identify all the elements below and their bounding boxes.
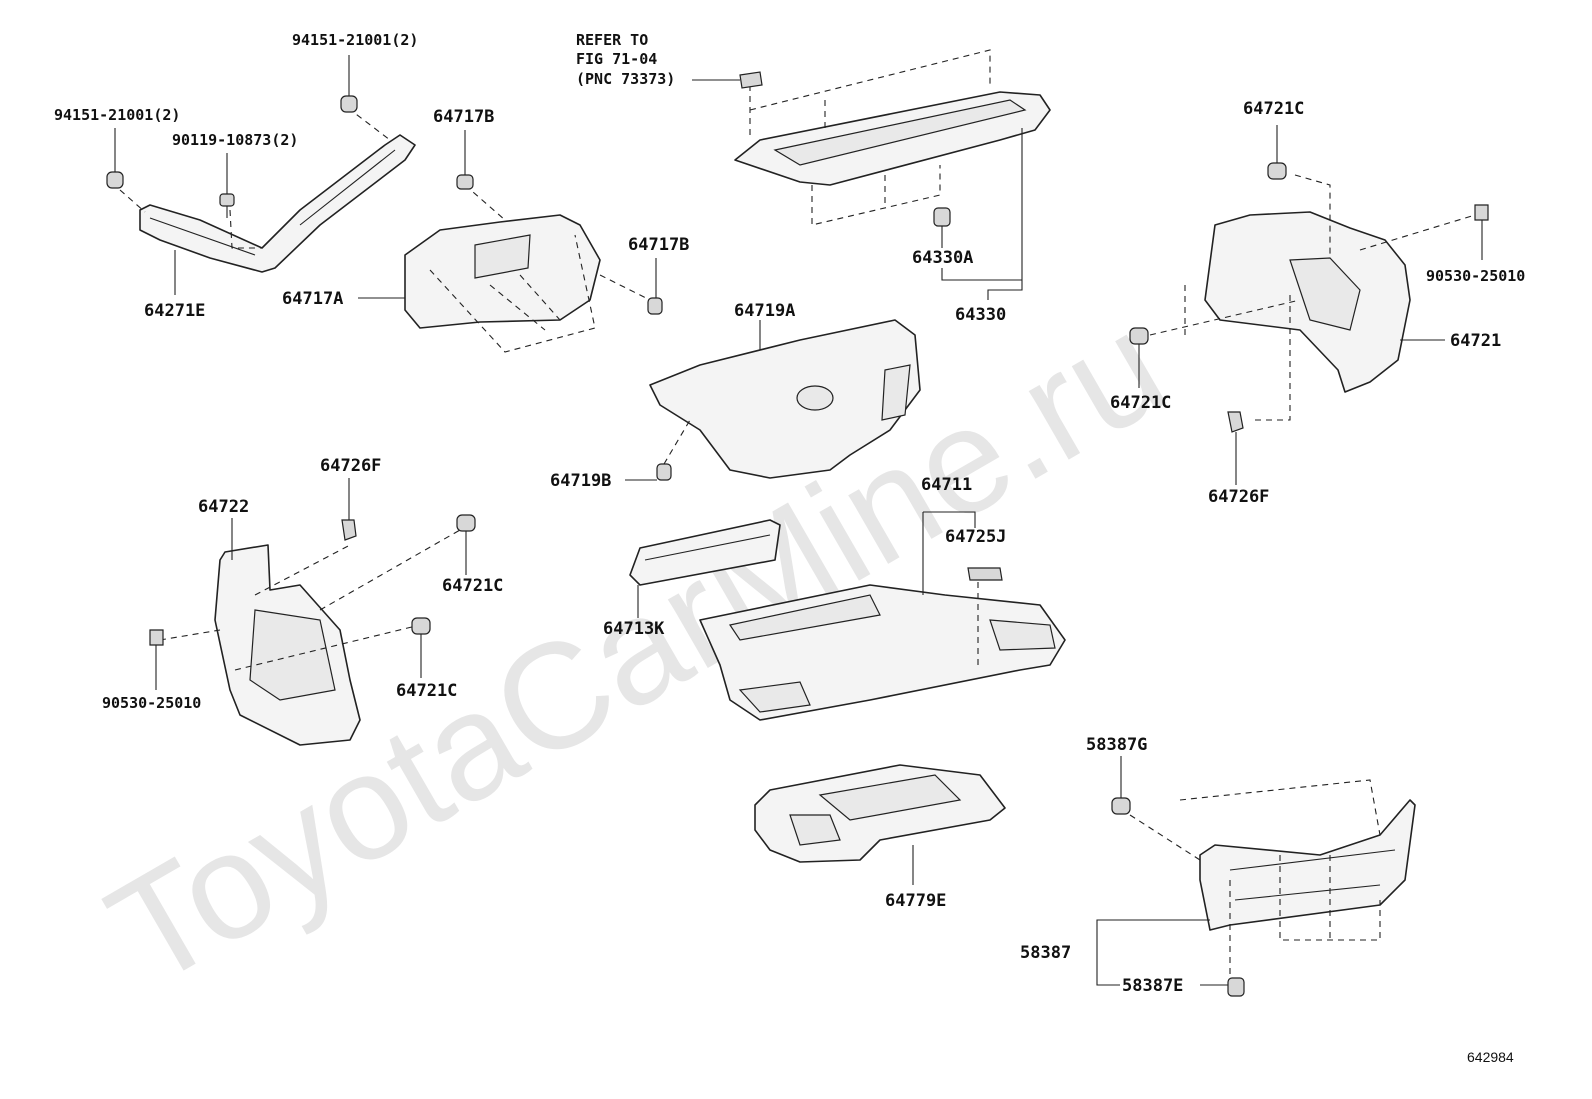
part-64713k-strip — [629, 519, 781, 586]
clip-64717b-a — [456, 174, 474, 190]
bracket-90530-right — [1474, 204, 1489, 221]
clip-94151-a — [106, 171, 124, 189]
label-64719a[interactable]: 64719A — [734, 301, 795, 321]
label-58387g[interactable]: 58387G — [1086, 735, 1147, 755]
part-64721-side-trim — [1149, 174, 1476, 421]
clip-64330a — [933, 207, 951, 227]
clip-64721c-left-a — [456, 514, 476, 532]
label-64721c-right[interactable]: 64721C — [1110, 393, 1171, 413]
label-64717b-right[interactable]: 64717B — [628, 235, 689, 255]
clip-64721c-left-b — [411, 617, 431, 635]
label-90530-25010-right[interactable]: 90530-25010 — [1426, 267, 1525, 285]
label-58387[interactable]: 58387 — [1020, 943, 1071, 963]
part-64779e-tray — [754, 764, 1006, 863]
label-64719b[interactable]: 64719B — [550, 471, 611, 491]
screw-90119 — [219, 193, 235, 218]
part-64711-floor-mat — [699, 584, 1066, 721]
clip-64717b-b — [647, 297, 663, 315]
clip-64721c-right — [1129, 327, 1149, 345]
part-64271e-rail — [119, 107, 416, 273]
clip-64726f-left — [341, 519, 357, 541]
label-64721c-left-a[interactable]: 64721C — [442, 576, 503, 596]
part-58387-scuff-plate — [1129, 779, 1416, 990]
label-64711[interactable]: 64711 — [921, 475, 972, 495]
clip-64721c-top — [1267, 162, 1287, 180]
part-64722-side-trim — [159, 529, 461, 746]
clip-64725j — [967, 567, 1003, 581]
clip-64719b — [656, 463, 672, 481]
label-64713k[interactable]: 64713K — [603, 619, 665, 639]
label-64726f-right[interactable]: 64726F — [1208, 487, 1269, 507]
clip-58387g — [1111, 797, 1131, 815]
label-64717b-top[interactable]: 64717B — [433, 107, 494, 127]
label-90119-10873[interactable]: 90119-10873(2) — [172, 131, 298, 149]
label-64330a[interactable]: 64330A — [912, 248, 973, 268]
part-64330-shelf — [734, 49, 1051, 226]
label-94151-21001-left[interactable]: 94151-21001(2) — [54, 106, 180, 124]
part-64719a-lid-liner — [649, 319, 921, 479]
figure-number: 642984 — [1467, 1049, 1514, 1065]
refer-note-line3: (PNC 73373) — [576, 70, 675, 88]
bracket-73373 — [739, 71, 763, 89]
refer-note-line2: FIG 71-04 — [576, 50, 657, 68]
label-64779e[interactable]: 64779E — [885, 891, 946, 911]
clip-58387e — [1227, 977, 1245, 997]
label-64726f-left[interactable]: 64726F — [320, 456, 381, 476]
label-64721c-top[interactable]: 64721C — [1243, 99, 1304, 119]
label-64717a[interactable]: 64717A — [282, 289, 343, 309]
label-64271e[interactable]: 64271E — [144, 301, 205, 321]
label-64330[interactable]: 64330 — [955, 305, 1006, 325]
label-64721[interactable]: 64721 — [1450, 331, 1501, 351]
label-64722[interactable]: 64722 — [198, 497, 249, 517]
part-64717a-panel — [404, 184, 651, 353]
clip-64726f-right — [1227, 411, 1244, 433]
clip-94151-b — [340, 95, 358, 113]
bracket-90530-left — [149, 629, 164, 646]
label-94151-21001-top[interactable]: 94151-21001(2) — [292, 31, 418, 49]
label-58387e[interactable]: 58387E — [1122, 976, 1183, 996]
label-64725j[interactable]: 64725J — [945, 527, 1006, 547]
label-64721c-left-b[interactable]: 64721C — [396, 681, 457, 701]
label-90530-25010-left[interactable]: 90530-25010 — [102, 694, 201, 712]
refer-note-line1: REFER TO — [576, 31, 648, 49]
